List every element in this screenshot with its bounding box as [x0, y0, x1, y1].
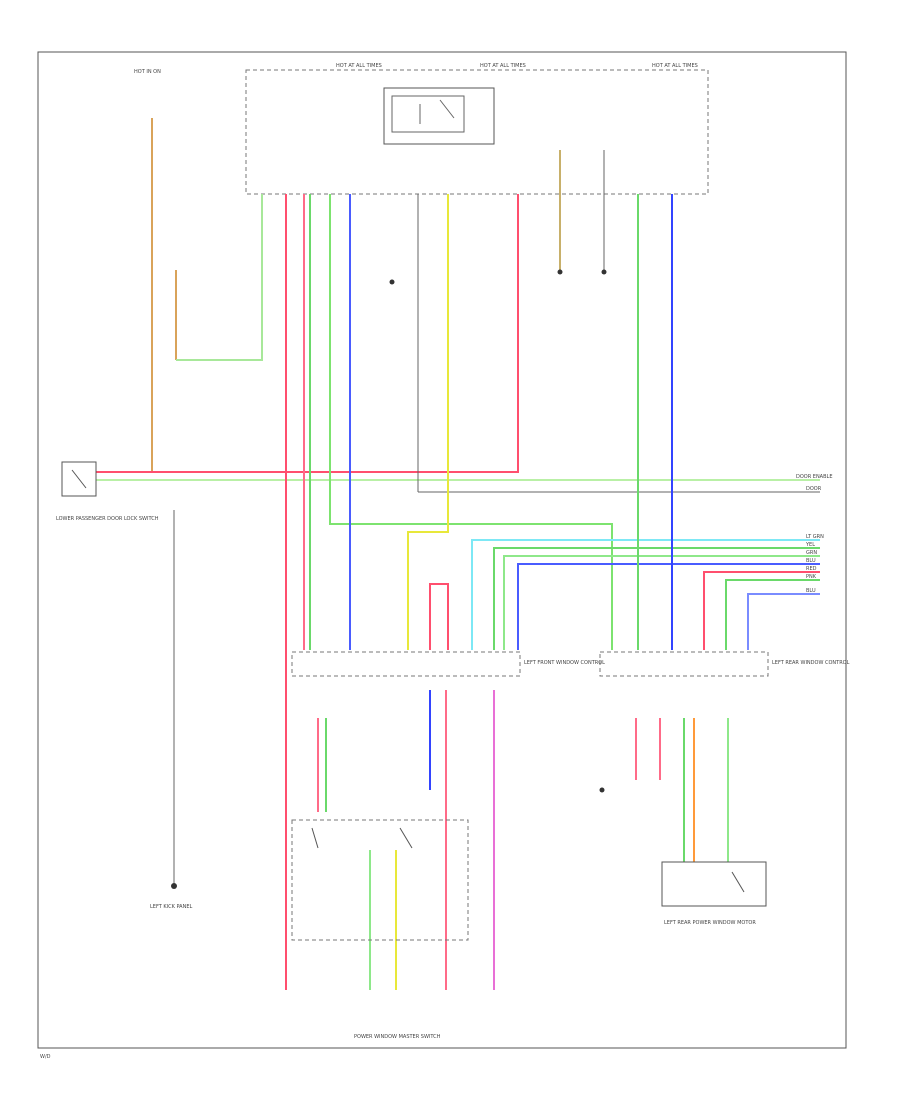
wire-red-bus	[703, 571, 820, 650]
center-connector-caption: LEFT FRONT WINDOW CONTROL	[524, 660, 605, 666]
diagram-frame	[37, 51, 847, 1049]
wire-red-horizontal	[96, 194, 519, 473]
footer-code: W/D	[40, 1054, 51, 1060]
relay-box	[383, 87, 495, 145]
right-connector	[599, 651, 769, 677]
wire-lightgreen-bus	[503, 555, 820, 650]
right-end-label-8: BLU	[806, 588, 816, 594]
right-connector-caption: LEFT REAR WINDOW CONTROL	[772, 660, 850, 666]
wire-green-2	[329, 194, 613, 650]
top-fuse-a-label: HOT IN ON	[134, 69, 161, 75]
main-switch-caption: POWER WINDOW MASTER SWITCH	[354, 1034, 441, 1040]
top-fuse-c-label: HOT AT ALL TIMES	[480, 63, 526, 69]
module-box	[245, 69, 709, 195]
right-end-label-0: DOOR ENABLE	[796, 474, 832, 480]
ground-left-caption: LEFT KICK PANEL	[150, 904, 193, 910]
wire-blue-bus-2	[747, 593, 820, 650]
right-end-label-7: PNK	[806, 574, 817, 580]
wire-green-bus	[493, 547, 820, 650]
wire-yellow	[407, 194, 449, 650]
wire-red-loop	[429, 583, 449, 650]
right-end-label-4: GRN	[806, 550, 817, 556]
right-end-label-5: BLU	[806, 558, 816, 564]
top-fuse-d-label: HOT AT ALL TIMES	[652, 63, 698, 69]
rear-motor-box	[661, 861, 767, 907]
right-end-label-2: LT GRN	[806, 534, 824, 540]
relay-inner	[391, 95, 465, 133]
lower-switch-box	[291, 819, 469, 941]
right-end-label-6: RED	[806, 566, 817, 572]
right-end-label-3: YEL	[805, 542, 815, 548]
wire-blue-bus	[517, 563, 820, 650]
top-fuse-b-label: HOT AT ALL TIMES	[336, 63, 382, 69]
wire-cyan-bus	[471, 539, 820, 650]
wire-lightgreen-left	[176, 194, 263, 361]
rear-motor-caption: LEFT REAR POWER WINDOW MOTOR	[664, 920, 756, 926]
left-switch-caption: LOWER PASSENGER DOOR LOCK SWITCH	[56, 516, 159, 522]
right-end-label-1: DOOR	[806, 486, 822, 492]
left-switch-box	[61, 461, 97, 497]
wire-green-bus-2	[725, 579, 820, 650]
center-connector	[291, 651, 521, 677]
